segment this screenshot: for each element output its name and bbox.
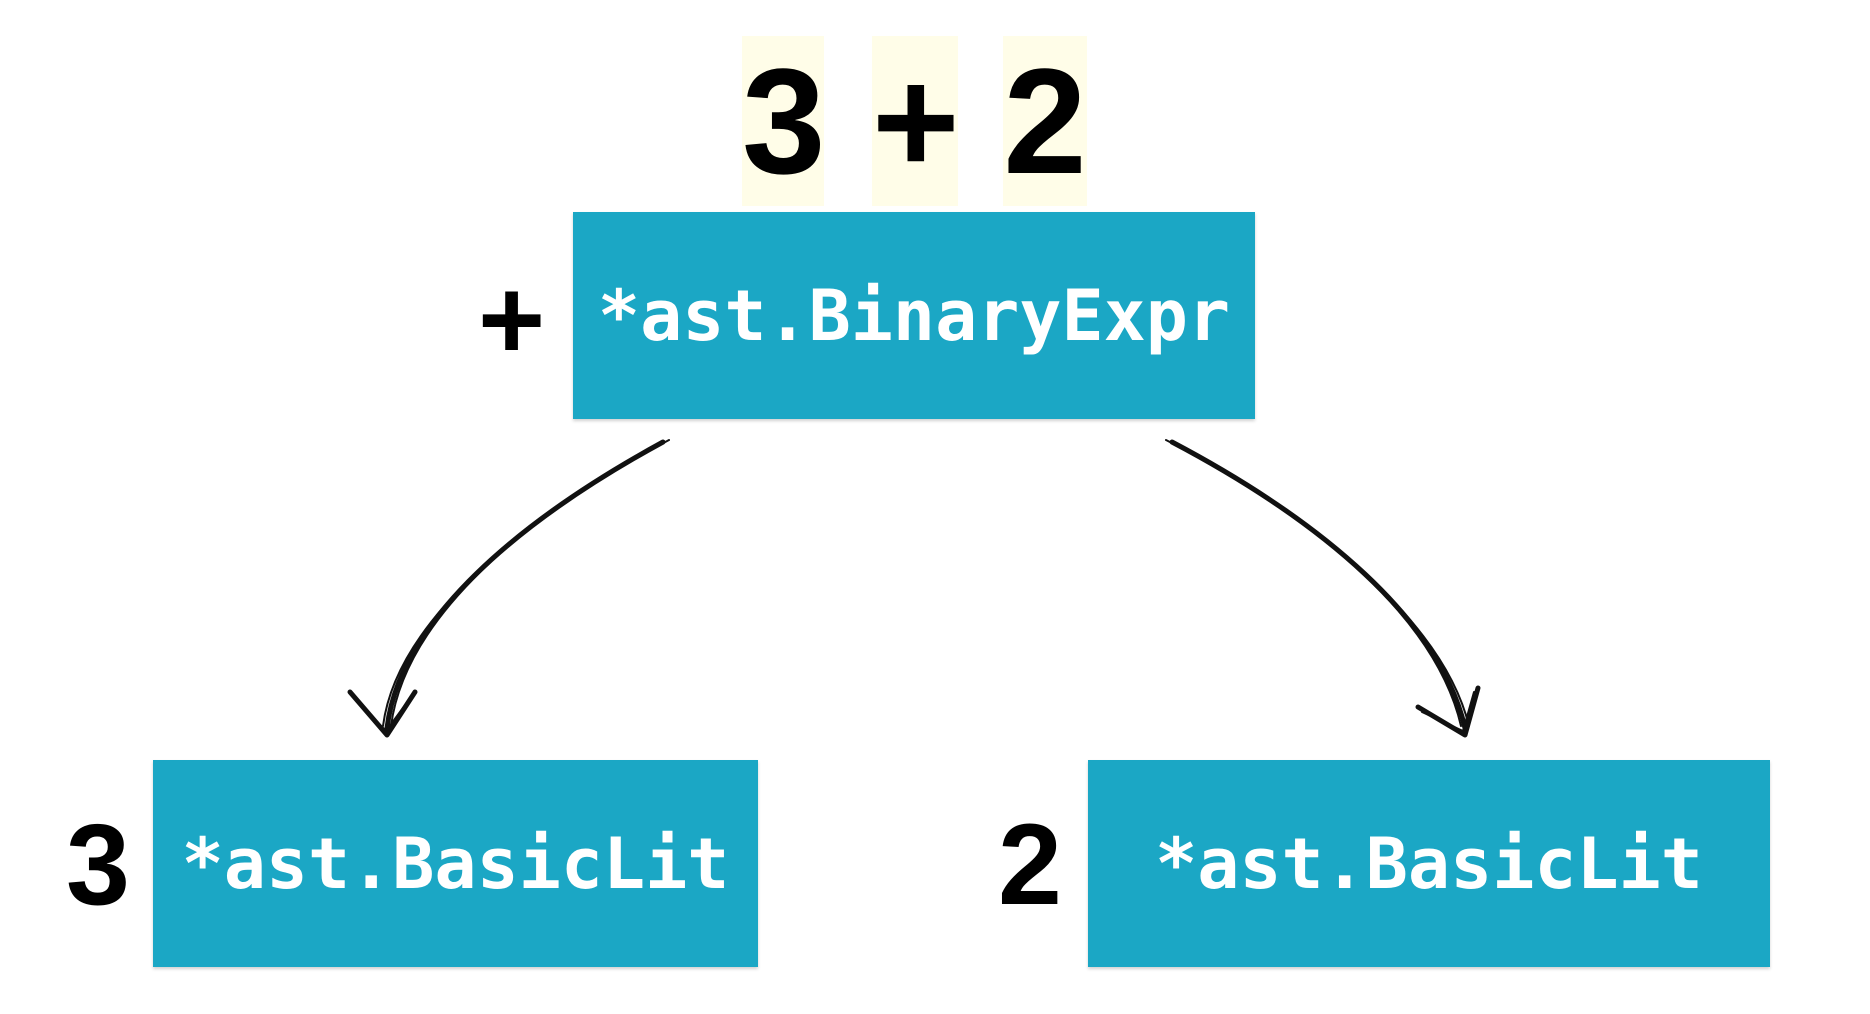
root-node-operator: + xyxy=(478,256,546,384)
expression-token-3: 3 xyxy=(742,36,824,206)
edge-to-left-child xyxy=(347,439,670,738)
basic-lit-node-left: *ast.BasicLit xyxy=(153,760,758,967)
basic-lit-node-right: *ast.BasicLit xyxy=(1088,760,1770,967)
basic-lit-node-right-label: *ast.BasicLit xyxy=(1155,822,1703,905)
binary-expr-node: *ast.BinaryExpr xyxy=(573,212,1255,419)
edge-to-right-child xyxy=(1165,439,1481,738)
binary-expr-node-label: *ast.BinaryExpr xyxy=(597,274,1231,357)
expression-token-2: 2 xyxy=(1003,36,1087,206)
basic-lit-node-left-label: *ast.BasicLit xyxy=(181,822,730,905)
expression-token-plus: + xyxy=(872,36,958,206)
left-node-value: 3 xyxy=(66,801,130,929)
right-node-value: 2 xyxy=(998,801,1062,929)
